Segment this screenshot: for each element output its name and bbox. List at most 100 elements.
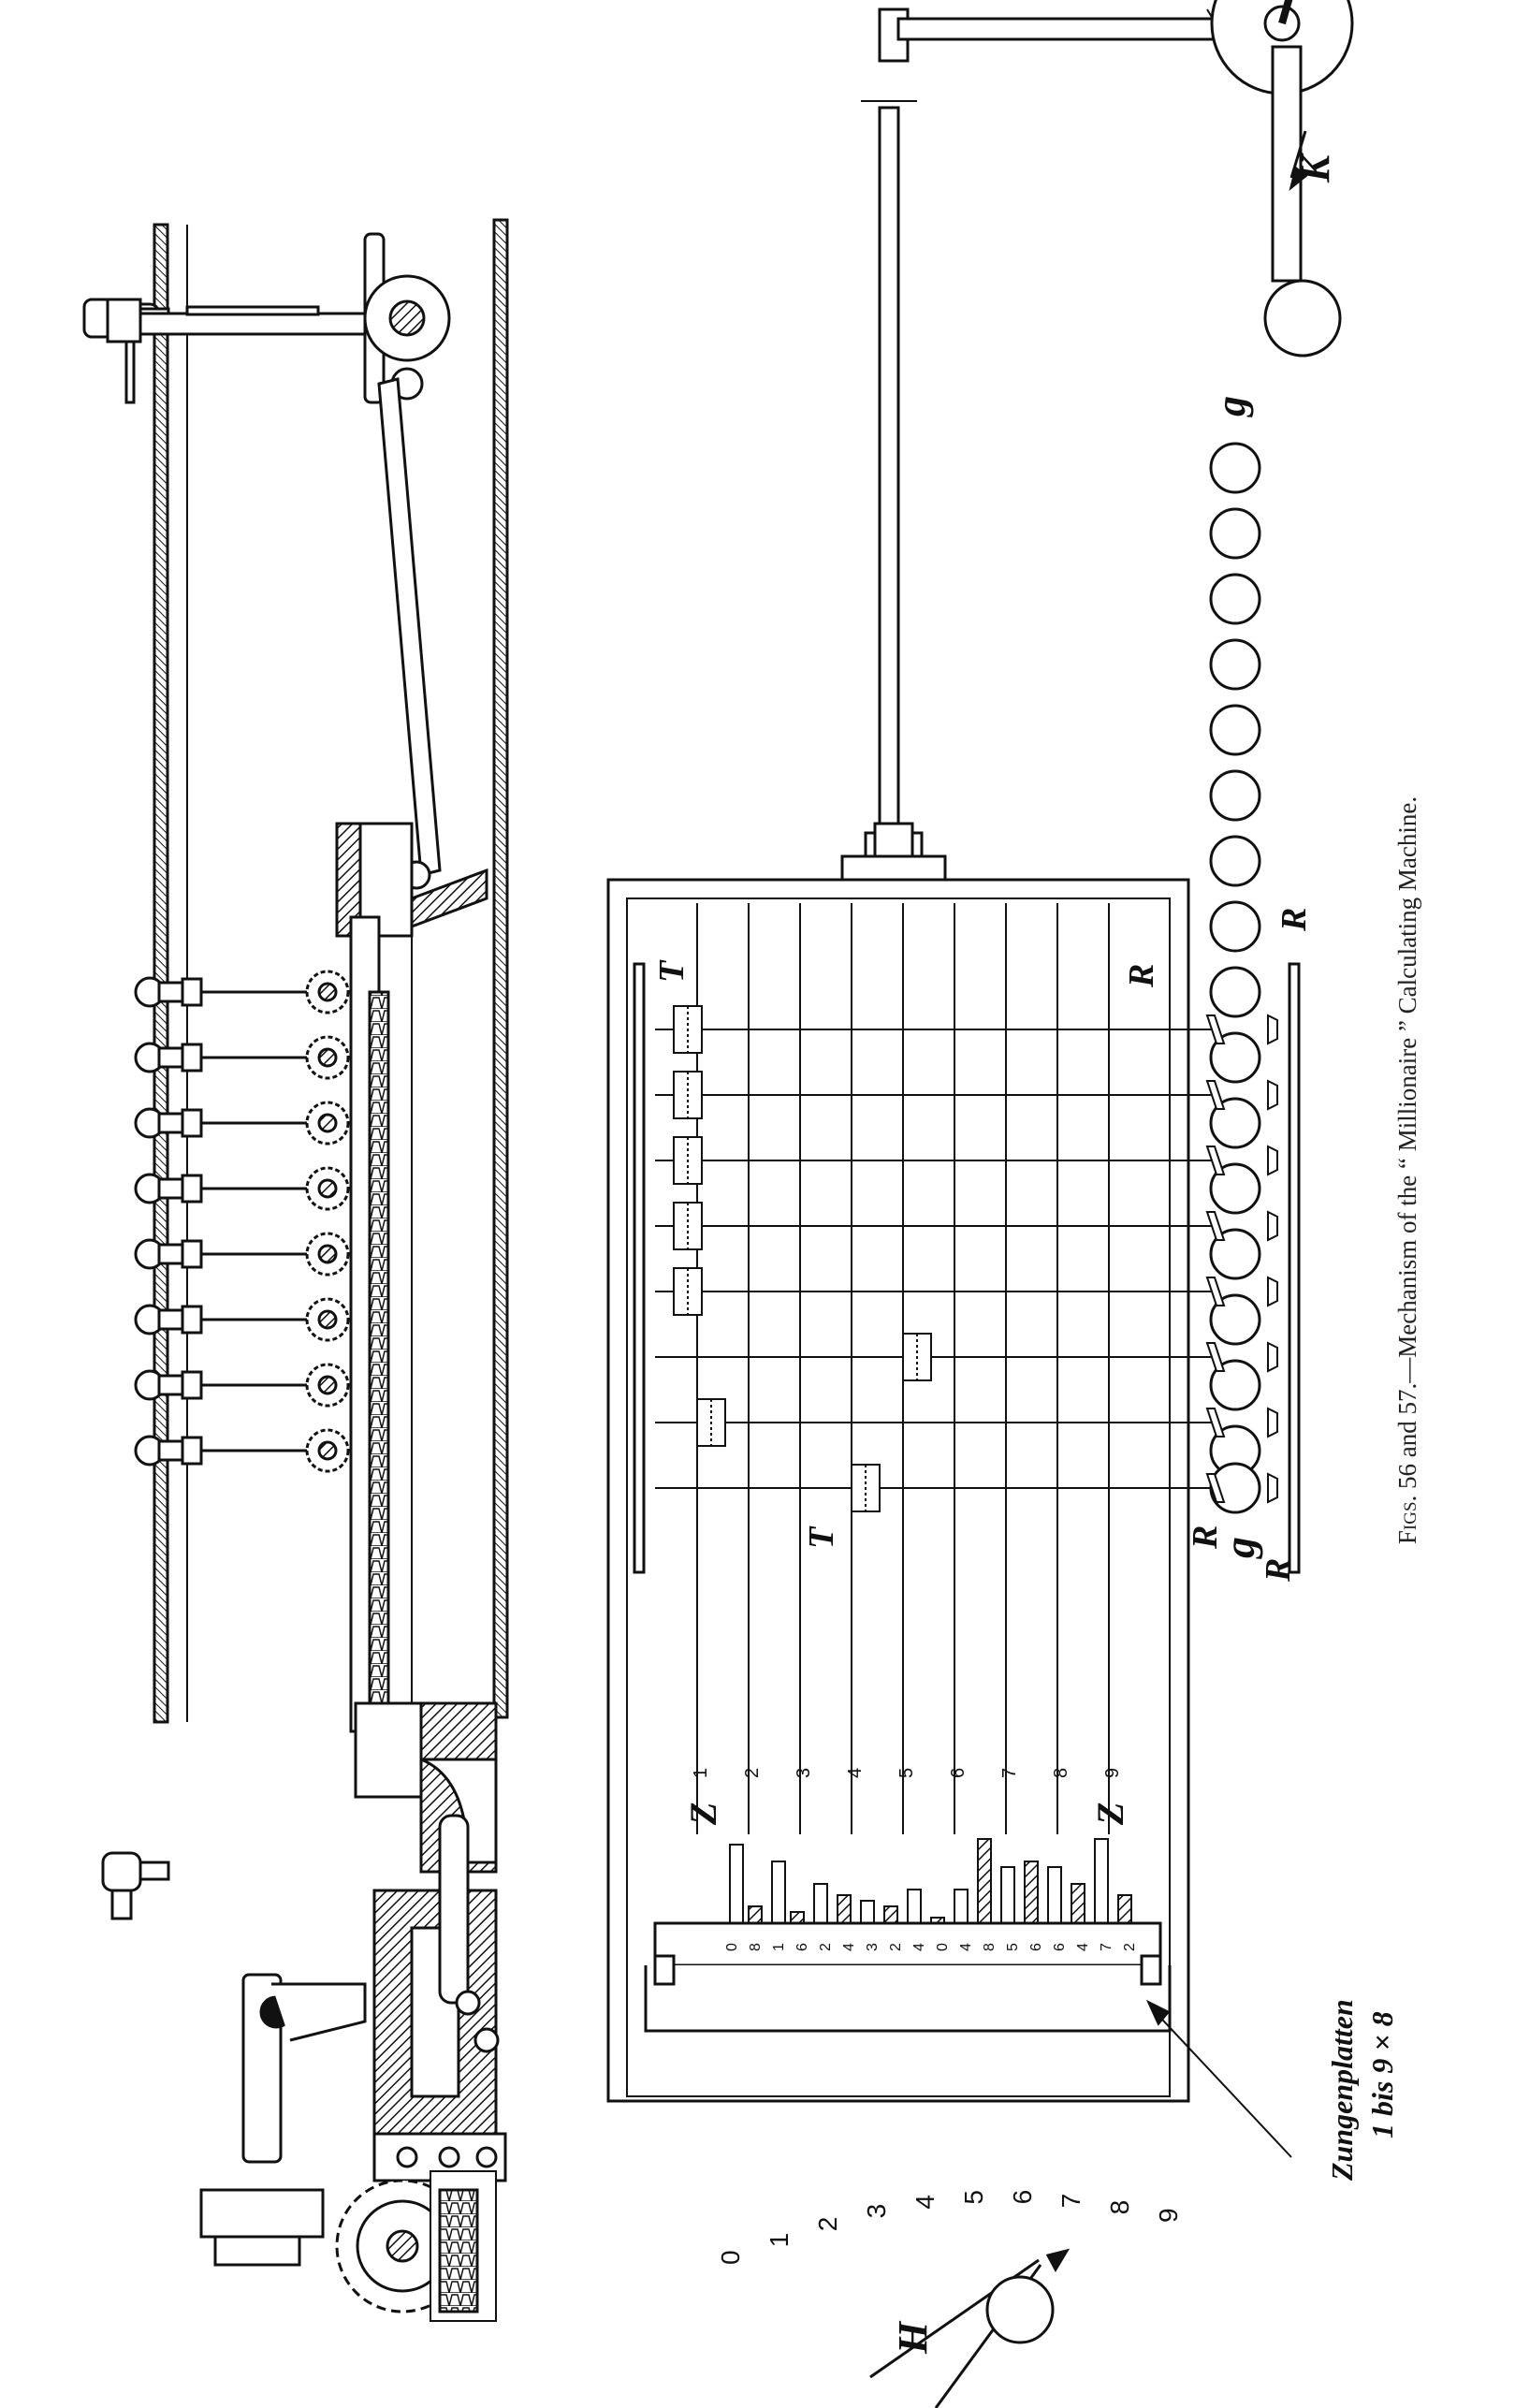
plate-digit: 6 (794, 1943, 810, 1951)
key-column (134, 1297, 350, 1342)
key-column (134, 1166, 350, 1211)
tongue-plate (1071, 1883, 1085, 1924)
tongue-plate (977, 1838, 992, 1924)
row-number: 8 (1051, 1768, 1071, 1778)
left-frame-bar (153, 223, 169, 1724)
tongue-plate (790, 1911, 805, 1924)
r-wedge (1267, 1014, 1278, 1045)
label-r-top-right: R (1275, 908, 1314, 932)
r-wedge (1267, 1276, 1278, 1307)
row-number: 5 (896, 1768, 917, 1778)
plate-digit: 8 (748, 1943, 764, 1951)
label-k: K (1292, 153, 1338, 183)
label-r-bottom-1: R (1186, 1525, 1225, 1550)
caption-container: Figs. 56 and 57.—Mechanism of the “ Mill… (1376, 468, 1441, 1872)
g-circle (1209, 507, 1261, 560)
tongue-plate (729, 1844, 744, 1924)
dial-digit: 8 (1105, 2200, 1134, 2215)
r-wedge (1267, 1407, 1278, 1438)
row-number: 3 (794, 1768, 814, 1778)
dial-digit: 7 (1056, 2194, 1085, 2209)
plate-digit: 3 (865, 1943, 881, 1951)
r-wedge (1267, 1079, 1278, 1111)
plate-digit: 0 (935, 1943, 951, 1951)
g-circle-chain (1205, 442, 1278, 1514)
tongue-plate (1047, 1866, 1062, 1924)
plate-digit: 4 (841, 1943, 857, 1951)
key-column (134, 1101, 350, 1146)
row-number: 6 (948, 1768, 969, 1778)
dial-digit: 2 (813, 2217, 842, 2232)
label-z-top: Z (682, 1802, 724, 1826)
label-r-top: R (1122, 964, 1161, 988)
plate-holder (653, 1921, 1162, 1967)
plate-digit: 1 (771, 1943, 787, 1951)
row-number: 4 (845, 1768, 866, 1778)
labels: K g R R T T R g R Z Z H Zungenplatten 1 … (652, 153, 1399, 2355)
plate-digit: 6 (1052, 1943, 1068, 1951)
tongue-plate (1094, 1838, 1109, 1924)
tongue-plate (1117, 1894, 1132, 1924)
g-circle (1209, 1228, 1261, 1280)
plate-annotation-line1: Zungenplatten (1325, 1999, 1359, 2182)
handle-k-knob (1263, 279, 1342, 358)
vertical-rods (655, 1005, 1216, 1512)
side-view-mechanism (82, 218, 509, 2322)
row-number: 2 (742, 1768, 763, 1778)
label-r-bottom-2: R (1259, 1558, 1298, 1583)
g-circle (1209, 835, 1261, 887)
g-circle (1209, 769, 1261, 822)
row-numbers: 1 2 3 4 5 6 7 8 9 (691, 1768, 1123, 1778)
dial-digit: 0 (716, 2250, 745, 2265)
r-wedge (1267, 1145, 1278, 1176)
left-rail (633, 962, 646, 1574)
top-arm (878, 106, 900, 898)
right-frame-bar (492, 218, 509, 1719)
key-column (134, 970, 350, 1014)
tongue-plate (771, 1861, 786, 1924)
plate-digit: 2 (1122, 1943, 1138, 1951)
r-wedge (1267, 1341, 1278, 1373)
g-circle (1209, 573, 1261, 625)
bottom-lever (101, 1851, 367, 2164)
plan-view-mechanism (606, 0, 1354, 2408)
dial-digit: 9 (1154, 2208, 1183, 2223)
label-z-bottom: Z (1089, 1802, 1131, 1826)
dial-digit: 5 (959, 2190, 988, 2205)
r-wedge (1267, 1210, 1278, 1242)
row-number: 7 (999, 1768, 1020, 1778)
caption-prefix: Figs. (1393, 1495, 1422, 1544)
tongue-plate (748, 1905, 763, 1924)
dial-digit: 6 (1008, 2190, 1037, 2205)
tongue-plates (729, 1838, 1132, 1924)
plate-digit: 7 (1099, 1943, 1114, 1951)
plate-annotation-line2: 1 bis 9 × 8 (1365, 2011, 1399, 2138)
tongue-plate (907, 1889, 922, 1924)
g-circle (1209, 1293, 1261, 1346)
tongue-plate (1000, 1866, 1015, 1924)
figure-caption: Figs. 56 and 57.—Mechanism of the “ Mill… (1394, 795, 1423, 1543)
label-t-top: T (652, 959, 692, 983)
plate-digit: 4 (911, 1943, 927, 1951)
row-number: 9 (1102, 1768, 1123, 1778)
right-rail (1288, 962, 1301, 1574)
plate-digit: 2 (888, 1943, 904, 1951)
rack-teeth (368, 990, 390, 1724)
pointer-h (869, 2248, 1071, 2408)
key-column (134, 1035, 350, 1080)
g-circle (1209, 1162, 1261, 1215)
dial-digit: 4 (910, 2195, 940, 2210)
plate-digit: 6 (1028, 1943, 1044, 1951)
key-column (134, 1232, 350, 1277)
label-g-top: g (1208, 396, 1254, 417)
key-columns (134, 970, 350, 1473)
row-number: 1 (691, 1768, 711, 1778)
dial-digit: 1 (765, 2233, 794, 2248)
label-h: H (890, 2320, 936, 2355)
g-circle (1209, 966, 1261, 1018)
tongue-plate (813, 1883, 828, 1924)
g-circle (1209, 900, 1261, 953)
tongue-plate (883, 1905, 898, 1924)
plate-digit: 2 (818, 1943, 834, 1951)
